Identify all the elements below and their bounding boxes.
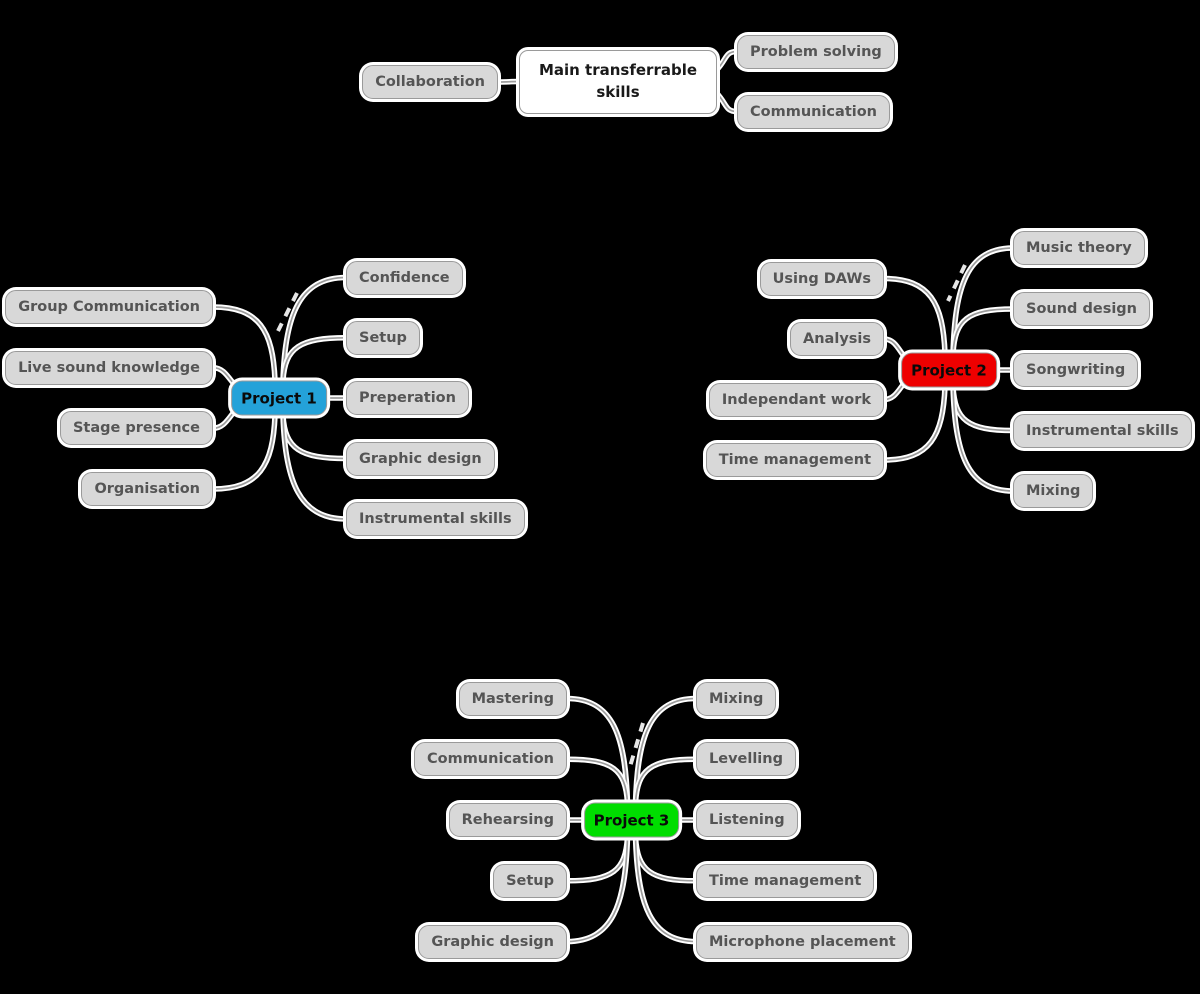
edge: [282, 276, 347, 382]
edge: [716, 92, 738, 113]
edge-casing: [564, 756, 631, 806]
edge: [634, 836, 697, 882]
child-node-analysis[interactable]: Analysis: [790, 322, 884, 356]
child-node-sound-design[interactable]: Sound design: [1013, 292, 1150, 326]
child-node-graphic-design[interactable]: Graphic design: [418, 924, 567, 959]
edge: [212, 414, 276, 490]
edge: [716, 50, 738, 71]
edge-casing: [950, 383, 1016, 434]
project-node-project-3[interactable]: Project 3: [583, 802, 680, 838]
child-node-using-daws[interactable]: Using DAWs: [759, 261, 884, 296]
child-node-music-theory[interactable]: Music theory: [1013, 231, 1145, 265]
child-node-preperation[interactable]: Preperation: [346, 381, 469, 415]
child-node-songwriting[interactable]: Songwriting: [1013, 353, 1139, 387]
child-node-mixing[interactable]: Mixing: [696, 681, 777, 716]
edge: [566, 697, 629, 804]
edge: [212, 306, 276, 382]
child-node-collaboration[interactable]: Collaboration: [362, 65, 498, 99]
child-node-listening[interactable]: Listening: [696, 803, 798, 837]
child-node-microphone-placement[interactable]: Microphone placement: [696, 924, 909, 959]
edge-casing: [564, 834, 631, 945]
edge: [566, 758, 629, 804]
edge-casing: [280, 335, 349, 384]
edge-casing: [564, 834, 631, 884]
child-node-confidence[interactable]: Confidence: [346, 260, 463, 295]
edge-casing: [632, 834, 699, 945]
edge: [282, 414, 347, 460]
child-node-time-management[interactable]: Time management: [696, 863, 875, 898]
main-skills-node[interactable]: Main transferrable skills: [519, 49, 717, 114]
edge-casing: [632, 834, 699, 884]
edge: [634, 758, 697, 804]
child-node-instrumental-skills[interactable]: Instrumental skills: [346, 502, 525, 536]
dashed-parent-edge: [627, 722, 645, 771]
edge: [952, 308, 1014, 355]
edge-casing: [950, 306, 1016, 357]
edge-casing: [280, 412, 349, 522]
child-node-instrumental-skills[interactable]: Instrumental skills: [1013, 413, 1192, 448]
edge: [883, 385, 946, 461]
edge: [282, 336, 347, 382]
child-node-mastering[interactable]: Mastering: [458, 681, 567, 716]
child-node-group-communication[interactable]: Group Communication: [5, 290, 213, 324]
edge-casing: [280, 412, 349, 462]
project-node-project-2[interactable]: Project 2: [901, 352, 997, 388]
child-node-setup[interactable]: Setup: [346, 320, 420, 355]
child-node-communication[interactable]: Communication: [737, 94, 891, 129]
child-node-stage-presence[interactable]: Stage presence: [59, 411, 213, 446]
child-node-graphic-design[interactable]: Graphic design: [346, 441, 495, 476]
child-node-rehearsing[interactable]: Rehearsing: [448, 803, 567, 837]
child-node-communication[interactable]: Communication: [413, 742, 567, 777]
edge: [634, 836, 697, 943]
edge-casing: [950, 245, 1016, 357]
edge-casing: [950, 383, 1016, 494]
dashed-parent-edge: [276, 292, 299, 332]
edge-casing: [632, 695, 699, 806]
child-node-live-sound-knowledge[interactable]: Live sound knowledge: [5, 350, 213, 385]
edge: [952, 385, 1014, 432]
child-node-levelling[interactable]: Levelling: [696, 742, 796, 777]
edge: [566, 836, 629, 882]
edge: [497, 80, 520, 83]
child-node-problem-solving[interactable]: Problem solving: [737, 34, 895, 69]
child-node-organisation[interactable]: Organisation: [81, 472, 213, 506]
edge: [883, 277, 946, 355]
child-node-independant-work[interactable]: Independant work: [708, 382, 884, 417]
project-node-project-1[interactable]: Project 1: [231, 380, 327, 416]
edge: [952, 385, 1014, 492]
child-node-time-management[interactable]: Time management: [705, 443, 884, 477]
edge-casing: [280, 274, 349, 384]
child-node-setup[interactable]: Setup: [493, 863, 567, 898]
dashed-parent-edge: [946, 264, 967, 302]
edge-casing: [632, 756, 699, 806]
edge-casing: [564, 695, 631, 806]
edge: [282, 414, 347, 520]
edge: [566, 836, 629, 943]
edge: [634, 697, 697, 804]
edge: [952, 247, 1014, 355]
child-node-mixing[interactable]: Mixing: [1013, 474, 1094, 508]
